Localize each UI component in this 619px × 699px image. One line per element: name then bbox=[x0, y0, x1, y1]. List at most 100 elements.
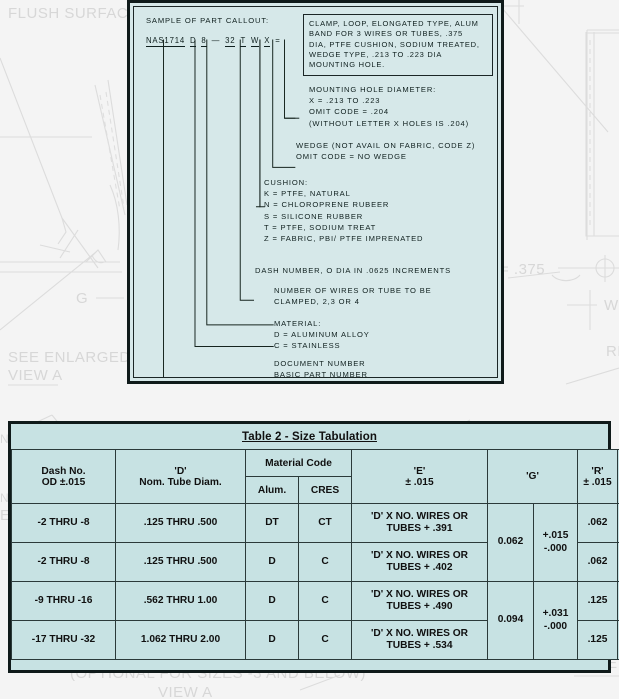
note-line: N = CHLOROPRENE RUBEER bbox=[264, 200, 390, 210]
header-alum: Alum. bbox=[245, 476, 299, 504]
watermark-label: 2 R bbox=[509, 0, 534, 4]
cell-g-tolerance: +.031 -.000 bbox=[533, 581, 578, 660]
cell-e-line1: 'D' X NO. WIRES OR bbox=[370, 549, 469, 561]
note-mounting-hole: MOUNTING HOLE DIAMETER: X = .213 TO .223… bbox=[309, 84, 469, 129]
part-number-segment-wedge: W bbox=[251, 36, 260, 47]
cell-g-tolerance: +.015 -.000 bbox=[533, 503, 578, 582]
cell-dash-no: -9 THRU -16 bbox=[11, 581, 116, 621]
size-tabulation-table: Dash No. OD ±.015 'D' Nom. Tube Diam. Ma… bbox=[11, 449, 619, 660]
note-line: MATERIAL: bbox=[274, 319, 322, 328]
header-r-line2: ± .015 bbox=[583, 476, 612, 488]
part-number-segment-material: D bbox=[189, 36, 197, 47]
cell-r: .062 bbox=[577, 542, 618, 582]
part-number-equals: = bbox=[275, 36, 281, 45]
cell-e-line1: 'D' X NO. WIRES OR bbox=[370, 627, 469, 639]
note-wire-count: NUMBER OF WIRES OR TUBE TO BE CLAMPED, 2… bbox=[274, 285, 432, 307]
cell-g-value: 0.062 bbox=[487, 503, 534, 582]
header-d-line1: 'D' bbox=[174, 465, 187, 477]
cell-cres: CT bbox=[298, 503, 352, 543]
table-row: -17 THRU -32 1.062 THRU 2.00 D C 'D' X N… bbox=[11, 620, 619, 660]
watermark-label: W bbox=[604, 297, 619, 314]
cell-e-line2: TUBES + .534 bbox=[386, 640, 453, 651]
cell-e: 'D' X NO. WIRES OR TUBES + .402 bbox=[351, 542, 488, 582]
watermark-label: G bbox=[76, 290, 88, 307]
cell-t: .064 bbox=[617, 620, 619, 660]
cell-g-tol-minus: -.000 bbox=[543, 620, 568, 632]
cell-d: .125 THRU .500 bbox=[115, 542, 246, 582]
part-number-segment-hole: X bbox=[264, 36, 271, 47]
note-line: K = PTFE, NATURAL bbox=[264, 189, 351, 199]
sample-of-part-callout-label: SAMPLE OF PART CALLOUT: bbox=[146, 16, 269, 25]
note-wedge: WEDGE (NOT AVAIL ON FABRIC, CODE Z) OMIT… bbox=[296, 140, 475, 162]
header-r: 'R' ± .015 bbox=[577, 449, 618, 504]
note-line: Z = FABRIC, PBI/ PTFE IMPRENATED bbox=[264, 234, 424, 244]
cell-d: .562 THRU 1.00 bbox=[115, 581, 246, 621]
cell-alum: D bbox=[245, 620, 299, 660]
cell-d: 1.062 THRU 2.00 bbox=[115, 620, 246, 660]
note-line: OMIT CODE = NO WEDGE bbox=[296, 152, 407, 162]
note-line: MOUNTING HOLE DIAMETER: bbox=[309, 85, 437, 94]
table-row: -2 THRU -8 .125 THRU .500 D C 'D' X NO. … bbox=[11, 542, 619, 582]
cell-cres: C bbox=[298, 542, 352, 582]
cell-e-line1: 'D' X NO. WIRES OR bbox=[370, 510, 469, 522]
header-dash-no: Dash No. OD ±.015 bbox=[11, 449, 116, 504]
cell-r: .062 bbox=[577, 503, 618, 543]
header-e-line1: 'E' bbox=[413, 465, 426, 477]
description-line: MOUNTING HOLE. bbox=[309, 60, 385, 70]
cell-alum: DT bbox=[245, 503, 299, 543]
note-line: WEDGE (NOT AVAIL ON FABRIC, CODE Z) bbox=[296, 141, 476, 150]
note-line: NUMBER OF WIRES OR TUBE TO BE bbox=[274, 286, 432, 295]
cell-alum: D bbox=[245, 542, 299, 582]
note-line: DOCUMENT NUMBER bbox=[274, 359, 366, 368]
table-header-subrow: Alum. CRES bbox=[12, 476, 619, 504]
cell-dash-no: -2 THRU -8 bbox=[11, 503, 116, 543]
note-line: D = ALUMINUM ALLOY bbox=[274, 330, 370, 340]
table-row: -9 THRU -16 .562 THRU 1.00 D C 'D' X NO.… bbox=[11, 581, 619, 660]
cell-g-tol-plus: +.015 bbox=[542, 530, 569, 541]
note-line: OMIT CODE = .204 bbox=[309, 107, 389, 117]
cell-d: .125 THRU .500 bbox=[115, 503, 246, 543]
description-line: WEDGE TYPE, .213 TO .223 DIA bbox=[309, 49, 443, 59]
description-line: CLAMP, LOOP, ELONGATED TYPE, ALUM bbox=[309, 19, 479, 28]
cell-cres: C bbox=[298, 581, 352, 621]
watermark-label: RE bbox=[606, 343, 619, 360]
header-d: 'D' Nom. Tube Diam. bbox=[115, 449, 246, 504]
header-dash-no-line1: Dash No. bbox=[41, 465, 86, 477]
watermark-label: = .375 bbox=[500, 261, 545, 278]
cell-e: 'D' X NO. WIRES OR TUBES + .534 bbox=[351, 620, 488, 660]
note-line: (WITHOUT LETTER X HOLES IS .204) bbox=[309, 118, 469, 128]
header-r-line1: 'R' bbox=[591, 465, 604, 477]
note-line: BASIC PART NUMBER bbox=[274, 370, 368, 380]
part-number-segment-wirecount: 8 bbox=[201, 36, 207, 47]
note-material: MATERIAL: D = ALUMINUM ALLOY C = STAINLE… bbox=[274, 318, 370, 352]
cell-e-line2: TUBES + .490 bbox=[386, 601, 453, 612]
cell-e: 'D' X NO. WIRES OR TUBES + .391 bbox=[351, 503, 488, 543]
watermark-label: SEE ENLARGED bbox=[8, 349, 131, 366]
cell-dash-no: -2 THRU -8 bbox=[11, 542, 116, 582]
note-document-number: DOCUMENT NUMBER BASIC PART NUMBER bbox=[274, 358, 368, 380]
cell-r: .125 bbox=[577, 620, 618, 660]
table-title: Table 2 - Size Tabulation bbox=[242, 431, 377, 443]
cell-alum: D bbox=[245, 581, 299, 621]
header-d-line2: Nom. Tube Diam. bbox=[139, 476, 222, 488]
part-description-box: CLAMP, LOOP, ELONGATED TYPE, ALUM BAND F… bbox=[303, 14, 493, 77]
watermark-label: FLUSH SURFACE bbox=[8, 5, 139, 22]
cell-g-value: 0.094 bbox=[487, 581, 534, 660]
header-dash-no-line2: OD ±.015 bbox=[41, 476, 86, 488]
note-cushion: CUSHION: K = PTFE, NATURAL N = CHLOROPRE… bbox=[264, 177, 423, 244]
cell-g-tol-minus: -.000 bbox=[543, 542, 568, 554]
cell-dash-no: -17 THRU -32 bbox=[11, 620, 116, 660]
header-g: 'G' bbox=[487, 449, 578, 504]
table-row: -2 THRU -8 .125 THRU .500 DT CT 'D' X NO… bbox=[11, 503, 619, 582]
note-line: C = STAINLESS bbox=[274, 341, 341, 351]
part-number-segment-document: NAS1714 bbox=[146, 36, 185, 47]
header-e: 'E' ± .015 bbox=[351, 449, 488, 504]
description-line: BAND FOR 3 WIRES OR TUBES, .375 bbox=[309, 29, 463, 39]
cell-e-line2: TUBES + .402 bbox=[386, 562, 453, 573]
part-number-dash: — bbox=[211, 36, 221, 45]
part-number-segment-cushion: T bbox=[240, 36, 247, 47]
cell-r: .125 bbox=[577, 581, 618, 621]
cell-g-tol-plus: +.031 bbox=[542, 608, 569, 619]
